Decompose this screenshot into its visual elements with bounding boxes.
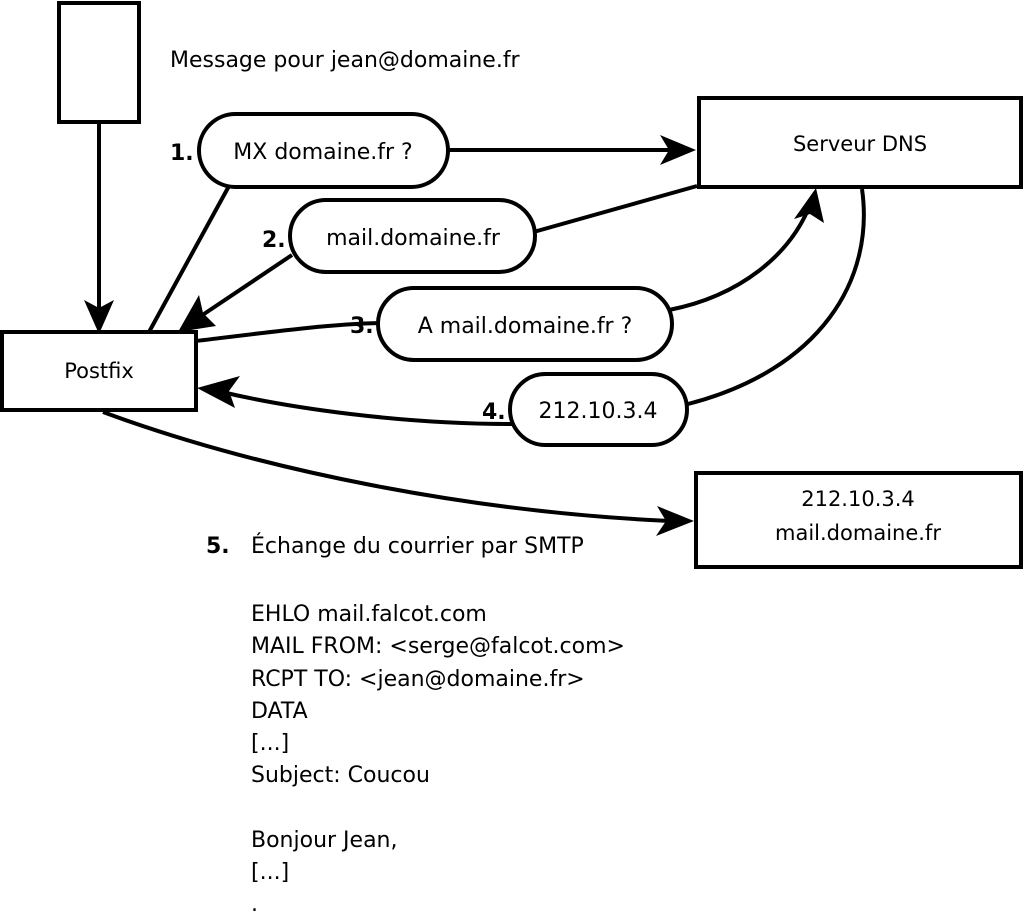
edge-dns-to-step4: [687, 188, 866, 406]
node-remote-mx-hostname: mail.domaine.fr: [775, 521, 941, 545]
edge-step1-to-dns: [448, 135, 696, 165]
node-dns-server[interactable]: Serveur DNS: [697, 96, 1023, 189]
step-1[interactable]: 1. MX domaine.fr ?: [170, 112, 450, 189]
edge-step4-to-postfix: [197, 376, 513, 426]
step-4-number: 4.: [482, 400, 506, 425]
smtp-transcript-line: RCPT TO: <jean@domaine.fr>: [251, 667, 585, 692]
step-1-label: MX domaine.fr ?: [233, 140, 412, 165]
smtp-transcript-line: MAIL FROM: <serge@falcot.com>: [251, 634, 625, 659]
edge-postfix-to-step1: [147, 185, 231, 333]
edge-postfix-to-remote-mx: [102, 410, 694, 536]
smtp-transcript-line: Subject: Coucou: [251, 763, 430, 788]
edge-step2-to-postfix: [178, 253, 294, 332]
smtp-transcript-line: [...]: [251, 731, 289, 756]
edge-postfix-to-step3: [195, 321, 381, 343]
smtp-transcript-line: [...]: [251, 860, 289, 885]
step-2-number: 2.: [262, 228, 286, 253]
node-dns-server-label: Serveur DNS: [793, 132, 927, 156]
node-client[interactable]: [57, 1, 141, 124]
step-1-number: 1.: [170, 141, 194, 166]
step-5-number: 5.: [206, 534, 230, 559]
smtp-transcript-line: DATA: [251, 699, 308, 724]
step-5: 5. Échange du courrier par SMTP: [206, 533, 584, 559]
node-postfix-label: Postfix: [64, 359, 134, 383]
step-5-label: Échange du courrier par SMTP: [251, 533, 584, 559]
node-postfix[interactable]: Postfix: [0, 330, 198, 412]
smtp-transcript: EHLO mail.falcot.com MAIL FROM: <serge@f…: [251, 602, 625, 917]
step-2[interactable]: 2. mail.domaine.fr: [262, 198, 537, 274]
edge-step3-to-dns: [668, 188, 824, 312]
smtp-transcript-line: Bonjour Jean,: [251, 828, 398, 853]
step-4-label: 212.10.3.4: [539, 399, 658, 424]
message-caption: Message pour jean@domaine.fr: [170, 48, 521, 73]
edge-client-to-postfix: [84, 122, 114, 334]
smtp-transcript-line: .: [251, 892, 258, 917]
node-remote-mx-ip: 212.10.3.4: [801, 487, 915, 511]
edge-dns-to-step2: [529, 184, 698, 235]
step-3-label: A mail.domaine.fr ?: [418, 314, 633, 339]
node-remote-mx[interactable]: 212.10.3.4 mail.domaine.fr: [694, 471, 1023, 569]
smtp-transcript-line: EHLO mail.falcot.com: [251, 602, 487, 627]
step-3[interactable]: 3. A mail.domaine.fr ?: [350, 286, 674, 362]
step-2-label: mail.domaine.fr: [326, 226, 501, 251]
step-4[interactable]: 4. 212.10.3.4: [482, 372, 689, 447]
step-3-number: 3.: [350, 314, 374, 339]
